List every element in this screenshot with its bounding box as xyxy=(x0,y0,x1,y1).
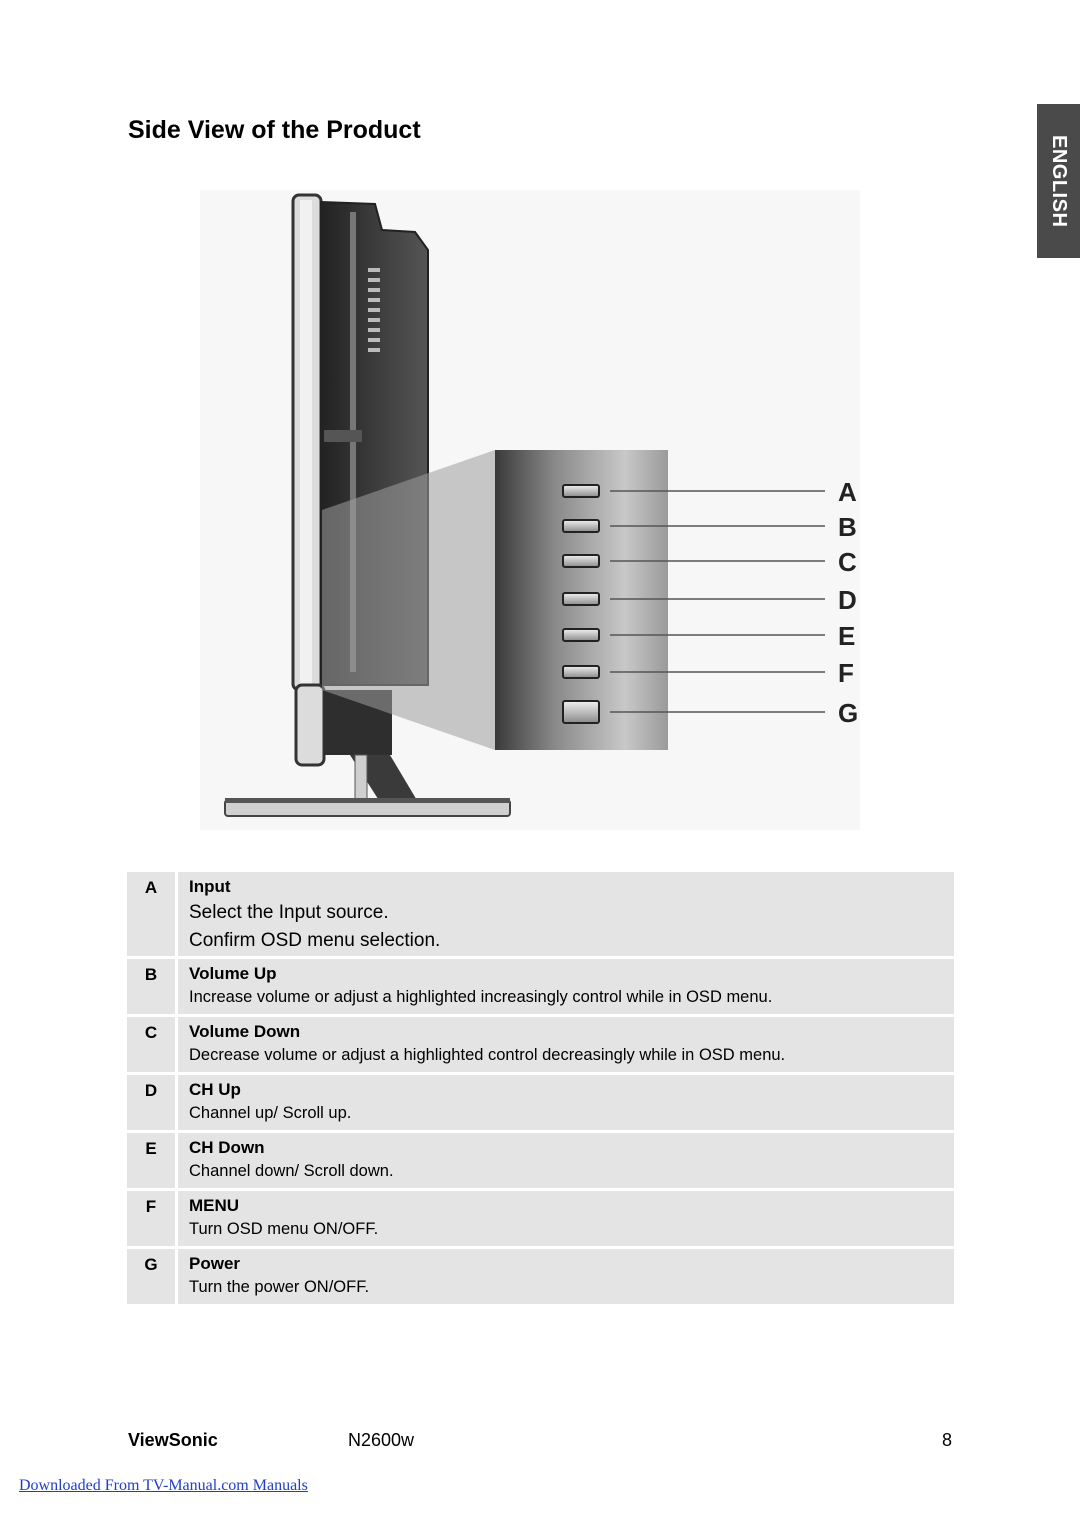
control-description: Channel down/ Scroll down. xyxy=(189,1162,394,1180)
download-source-link[interactable]: Downloaded From TV-Manual.com Manuals xyxy=(19,1477,308,1494)
callout-letter: C xyxy=(838,547,857,577)
control-description: Select the Input source. xyxy=(189,902,389,923)
control-key: C xyxy=(127,1017,178,1072)
side-button-d xyxy=(562,592,600,606)
footer-brand: ViewSonic xyxy=(128,1430,218,1450)
control-name: CH Up xyxy=(189,1080,241,1099)
side-button-f xyxy=(562,665,600,679)
control-description: Decrease volume or adjust a highlighted … xyxy=(189,1046,786,1064)
side-button-c xyxy=(562,554,600,568)
callout-letter: B xyxy=(838,512,857,542)
side-button-g xyxy=(562,700,600,724)
callout-letter: E xyxy=(838,621,855,651)
control-name: MENU xyxy=(189,1196,240,1215)
control-name: Power xyxy=(189,1254,241,1273)
control-description: Turn OSD menu ON/OFF. xyxy=(189,1220,379,1238)
page-number: 8 xyxy=(941,1430,952,1450)
control-row: D CH Up Channel up/ Scroll up. xyxy=(127,1075,954,1130)
language-tab-label: ENGLISH xyxy=(1048,134,1070,228)
control-key: G xyxy=(127,1249,178,1304)
control-key: F xyxy=(127,1191,178,1246)
side-button-b xyxy=(562,519,600,533)
control-name: CH Down xyxy=(189,1138,265,1157)
callout-letter: D xyxy=(838,585,857,615)
control-name: Volume Up xyxy=(189,964,277,983)
side-button-e xyxy=(562,628,600,642)
control-row: B Volume Up Increase volume or adjust a hi… xyxy=(127,959,954,1014)
callout-letter: G xyxy=(838,698,858,728)
control-key: A xyxy=(127,872,178,956)
control-description: Confirm OSD menu selection. xyxy=(189,930,441,951)
control-key: B xyxy=(127,959,178,1014)
control-row: F MENU Turn OSD menu ON/OFF. xyxy=(127,1191,954,1246)
callout-letter: F xyxy=(838,658,854,688)
footer-model: N2600w xyxy=(348,1430,415,1450)
control-description: Turn the power ON/OFF. xyxy=(189,1278,370,1296)
callout-letter: A xyxy=(838,477,857,507)
side-button-a xyxy=(562,484,600,498)
language-tab: ENGLISH xyxy=(1037,104,1080,258)
control-name: Volume Down xyxy=(189,1022,301,1041)
control-key: E xyxy=(127,1133,178,1188)
control-name: Input xyxy=(189,877,231,896)
control-description: Channel up/ Scroll up. xyxy=(189,1104,352,1122)
control-key: D xyxy=(127,1075,178,1130)
page-title: Side View of the Product xyxy=(128,116,421,144)
control-description: Increase volume or adjust a highlighted … xyxy=(189,988,773,1006)
